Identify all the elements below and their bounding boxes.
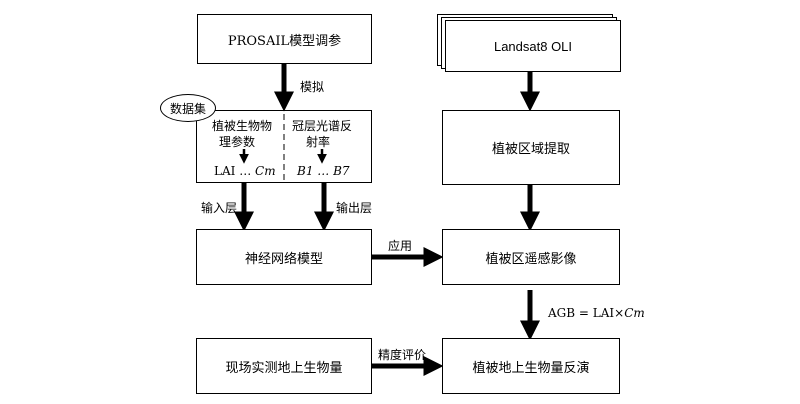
dataset-left-vars: LAI … Cm xyxy=(214,164,276,178)
dataset-right-line2: 射率 xyxy=(306,135,331,149)
dataset-right-line1: 冠层光谱反 xyxy=(292,119,353,133)
veg-extract-box: 植被区域提取 xyxy=(442,110,620,185)
inversion-box: 植被地上生物量反演 xyxy=(442,338,620,394)
input-layer-label: 输入层 xyxy=(201,201,238,215)
veg-image-box: 植被区遥感影像 xyxy=(442,229,620,285)
landsat-label: Landsat8 OLI xyxy=(493,38,573,54)
agb-formula-b: Cm xyxy=(624,306,645,320)
dataset-box xyxy=(196,110,372,183)
dataset-left-vars-a: LAI … xyxy=(214,164,256,178)
dataset-right-vars: B1 … B7 xyxy=(297,164,350,178)
prosail-box: PROSAIL模型调参 xyxy=(197,14,372,64)
dataset-left-line1: 植被生物物 xyxy=(212,119,273,133)
inversion-label: 植被地上生物量反演 xyxy=(472,360,590,376)
dataset-left-vars-b: Cm xyxy=(255,164,276,178)
veg-extract-label: 植被区域提取 xyxy=(491,142,570,157)
veg-image-label: 植被区遥感影像 xyxy=(485,251,577,267)
field-label: 现场实测地上生物量 xyxy=(225,360,343,376)
dataset-left-line2: 理参数 xyxy=(219,135,256,149)
dataset-right-vars-text: B1 … B7 xyxy=(297,164,350,178)
agb-formula-a: AGB = LAI× xyxy=(548,306,625,320)
nn-model-box: 神经网络模型 xyxy=(196,229,372,285)
prosail-label: PROSAIL模型调参 xyxy=(227,33,342,49)
apply-label: 应用 xyxy=(388,239,413,253)
dataset-tag: 数据集 xyxy=(160,94,216,122)
nn-model-label: 神经网络模型 xyxy=(244,251,323,267)
dataset-tag-label: 数据集 xyxy=(169,101,206,116)
output-layer-label: 输出层 xyxy=(336,201,373,215)
simulate-label: 模拟 xyxy=(300,80,325,94)
field-box: 现场实测地上生物量 xyxy=(196,338,372,394)
agb-formula-label: AGB = LAI×Cm xyxy=(548,306,645,320)
landsat-box: Landsat8 OLI xyxy=(445,20,621,72)
accuracy-label: 精度评价 xyxy=(378,348,427,362)
